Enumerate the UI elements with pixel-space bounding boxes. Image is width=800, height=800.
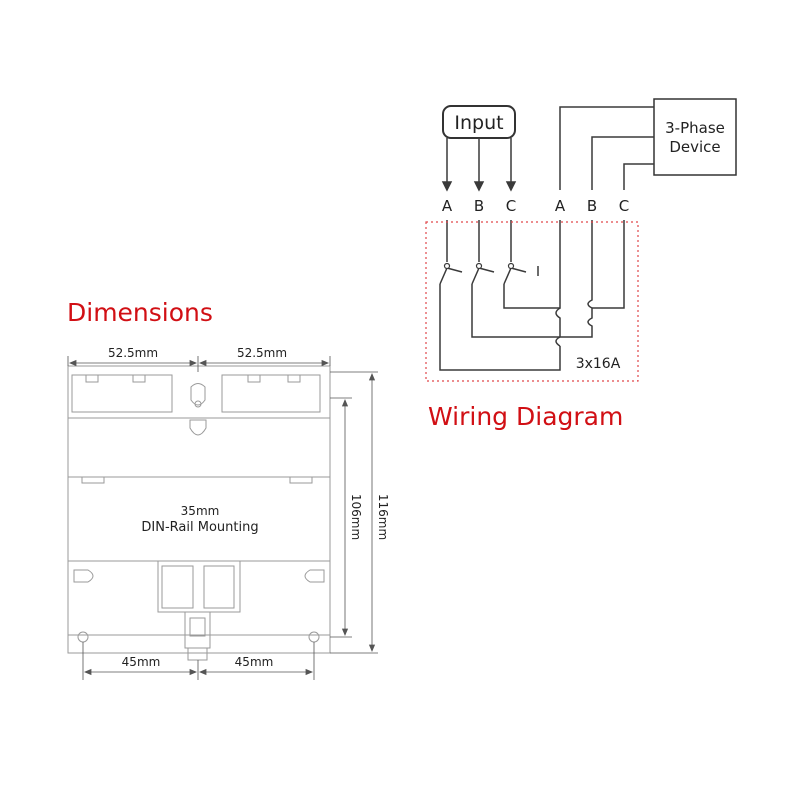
terminal-block-left xyxy=(71,374,173,413)
dimensions-title: Dimensions xyxy=(67,298,213,327)
dim-height-inner-label: 106mm xyxy=(349,494,363,540)
switch-blade-b xyxy=(471,267,495,285)
device-boundary xyxy=(425,221,639,382)
rating-label: 3x16A xyxy=(576,356,621,372)
terminal-block-right xyxy=(221,374,321,413)
input-phase-a: A xyxy=(442,197,453,215)
dim-width-left-label: 52.5mm xyxy=(108,346,158,360)
output-wire-a xyxy=(559,106,654,190)
rail-size-label: 35mm xyxy=(181,504,220,518)
output-phase-a: A xyxy=(555,197,566,215)
rail-mounting-label: DIN-Rail Mounting xyxy=(141,520,258,535)
device-label-line2: Device xyxy=(669,138,720,156)
dim-height-outer-label: 116mm xyxy=(376,494,390,540)
output-wire-c xyxy=(623,163,654,190)
dim-mount-right-label: 45mm xyxy=(235,655,274,669)
din-rail-clip xyxy=(157,561,241,613)
dim-width-right-label: 52.5mm xyxy=(237,346,287,360)
device-label-line1: 3-Phase xyxy=(665,119,725,137)
dim-mount-left-label: 45mm xyxy=(122,655,161,669)
output-phase-b: B xyxy=(587,197,597,215)
hanging-slot xyxy=(190,383,206,406)
output-wire-b xyxy=(591,136,654,190)
output-phase-c: C xyxy=(619,197,629,215)
switch-blade-a xyxy=(439,267,463,285)
input-label: Input xyxy=(454,112,503,134)
three-phase-device-box xyxy=(653,98,737,176)
wiring-diagram-title: Wiring Diagram xyxy=(428,402,624,431)
input-phase-b: B xyxy=(474,197,484,215)
switch-blade-c xyxy=(503,267,527,285)
input-phase-c: C xyxy=(506,197,516,215)
